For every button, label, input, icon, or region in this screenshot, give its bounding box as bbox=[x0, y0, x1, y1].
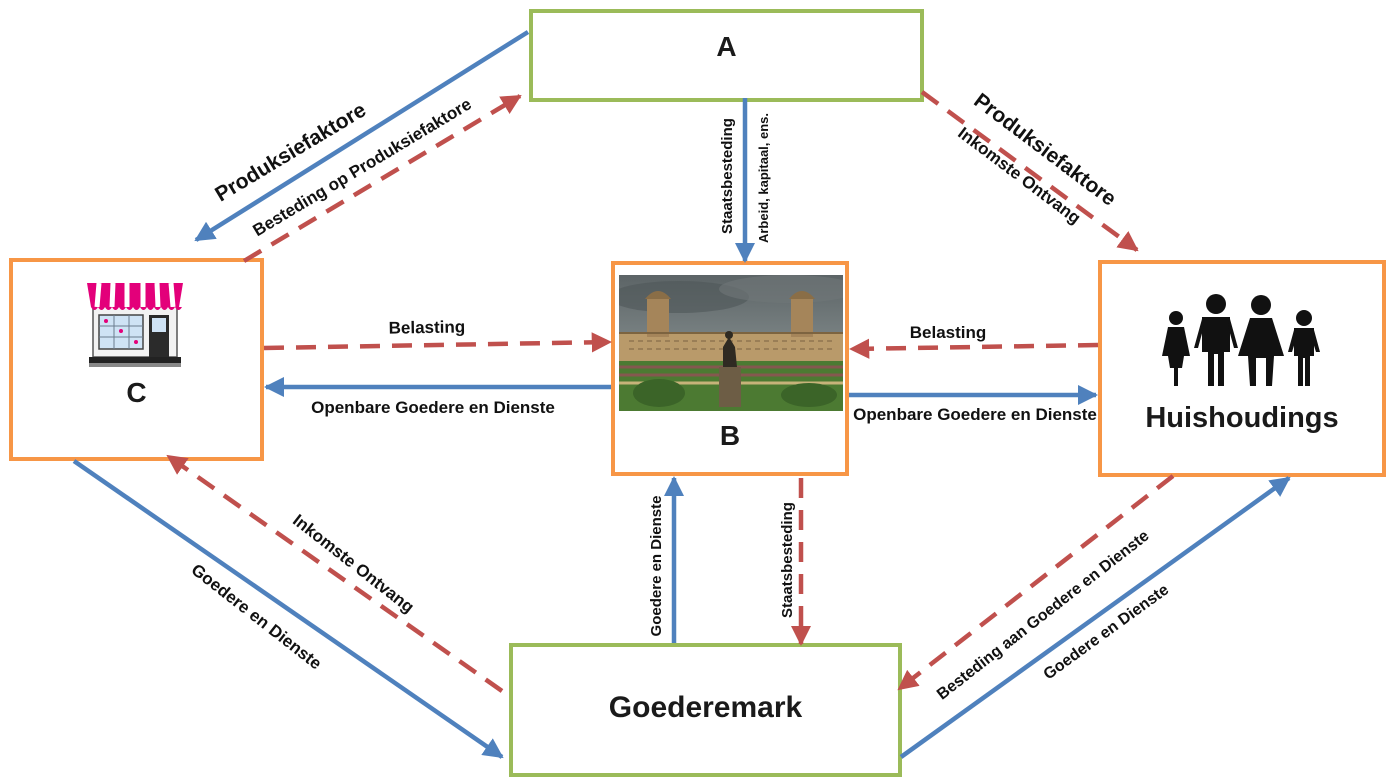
arrow-c-to-b bbox=[263, 332, 613, 353]
node-goods-market-title: Goederemark bbox=[608, 691, 803, 724]
node-households: Huishoudings bbox=[1098, 260, 1386, 477]
node-goods-market: Goederemark bbox=[509, 643, 902, 777]
node-c-title: C bbox=[126, 377, 147, 408]
arrow-a-to-households bbox=[920, 90, 1139, 252]
arrow-a-to-c bbox=[194, 30, 530, 242]
shop-icon bbox=[87, 282, 183, 367]
label-goods-market-to-b: Goedere en Dienste bbox=[648, 496, 665, 637]
label-b-to-c: Openbare Goedere en Dienste bbox=[311, 398, 555, 417]
label-a-to-b-bottom: Arbeid, kapitaal, ens. bbox=[756, 113, 771, 243]
node-a-title: A bbox=[716, 31, 737, 62]
arrow-c-to-goods-market bbox=[72, 459, 504, 759]
government-building-photo bbox=[619, 275, 843, 411]
label-b-to-households: Openbare Goedere en Dienste bbox=[853, 405, 1097, 424]
label-a-to-c: Produksiefaktore bbox=[211, 98, 370, 206]
node-b: B bbox=[611, 261, 849, 476]
label-households-to-b: Belasting bbox=[910, 323, 987, 342]
node-c: C bbox=[9, 258, 264, 461]
arrow-goods-market-to-c bbox=[166, 454, 504, 693]
node-a: A bbox=[529, 9, 924, 102]
node-b-title: B bbox=[719, 420, 741, 451]
node-households-title: Huishoudings bbox=[1145, 402, 1339, 434]
arrow-goods-market-to-households bbox=[899, 476, 1291, 759]
family-icon bbox=[1162, 294, 1320, 386]
label-goods-market-to-c: Inkomste Ontvang bbox=[289, 511, 418, 617]
label-c-to-goods-market: Goedere en Dienste bbox=[188, 560, 326, 673]
label-a-to-b-top: Staatsbesteding bbox=[719, 118, 736, 234]
label-c-to-b: Belasting bbox=[388, 317, 465, 337]
arrow-households-to-b bbox=[848, 338, 1099, 359]
arrow-c-to-a bbox=[242, 94, 522, 263]
label-b-to-goods-market: Staatsbesteding bbox=[779, 502, 796, 618]
arrow-households-to-goods-market bbox=[897, 474, 1175, 691]
